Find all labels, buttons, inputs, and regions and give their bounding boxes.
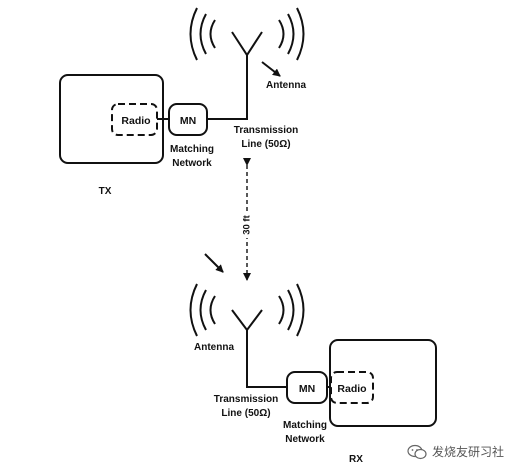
rx-mn-label: MN [299, 383, 315, 395]
rx-antenna-pointer-arrow [204, 253, 224, 273]
rx-radio-label: Radio [337, 383, 366, 395]
rx-transmission-line-line1: Transmission [214, 394, 278, 405]
tx-mn-label: MN [180, 115, 196, 127]
rx-group: Antenna Transmission Line (50Ω) MN Match… [189, 253, 437, 465]
tx-transmission-line-line2: Line (50Ω) [241, 139, 290, 150]
tx-device-label: TX [99, 186, 112, 197]
tx-group: Radio MN Matching Network Transmission L… [59, 7, 306, 197]
tx-radio-box [111, 103, 158, 136]
distance-indicator: 30 ft [239, 158, 255, 281]
rx-device-label: RX [349, 454, 363, 465]
rx-transmission-line-line2: Line (50Ω) [221, 408, 270, 419]
rx-matching-network-line2: Network [285, 434, 325, 445]
rx-antenna-label: Antenna [194, 342, 234, 353]
watermark: 发烧友研习社 [407, 443, 504, 460]
rx-device-box [329, 339, 437, 427]
distance-label: 30 ft [242, 214, 253, 234]
tx-antenna-pointer-arrow [261, 61, 281, 77]
tx-transmission-line [207, 55, 248, 120]
rx-radio-box [330, 371, 374, 404]
tx-radio-label: Radio [121, 115, 150, 127]
distance-label-backdrop [239, 212, 255, 238]
tx-antenna-icon [189, 7, 305, 61]
rx-antenna-icon [189, 283, 305, 337]
tx-matching-network-line2: Network [172, 158, 212, 169]
wechat-icon [407, 444, 427, 459]
tx-matching-network-line1: Matching [170, 144, 214, 155]
tx-transmission-line-line1: Transmission [234, 125, 298, 136]
rx-transmission-line [246, 330, 287, 388]
tx-antenna-label: Antenna [266, 80, 306, 91]
watermark-text: 发烧友研习社 [431, 445, 504, 459]
rx-matching-network-line1: Matching [283, 420, 327, 431]
